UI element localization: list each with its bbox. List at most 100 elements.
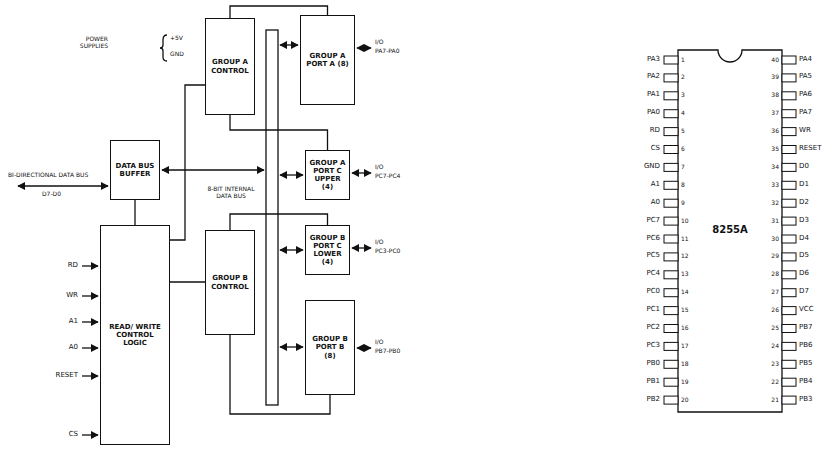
- io-label: I/O: [375, 164, 384, 171]
- pin-name: PB4: [799, 378, 812, 386]
- pin-name: A0: [651, 199, 660, 207]
- control-line: [170, 85, 205, 240]
- control-line: [134, 200, 135, 225]
- data-bus-arrow: [18, 185, 108, 186]
- block-label: GROUP B PORT C LOWER (4): [309, 234, 346, 266]
- pin-symbol: [664, 325, 678, 333]
- pin-name: PB1: [647, 378, 660, 386]
- input-line: [82, 347, 98, 348]
- pin-number: 6: [681, 146, 685, 153]
- pin-name: D1: [799, 181, 809, 189]
- pin-symbol: [664, 199, 678, 207]
- pin-name: VCC: [799, 306, 814, 314]
- pin-number: 7: [681, 164, 685, 171]
- pin-name: PC1: [646, 306, 660, 314]
- pin-number: 12: [681, 253, 689, 260]
- pin-number: 15: [681, 307, 689, 314]
- note-label: POWER SUPPLIES: [56, 36, 108, 49]
- pin-symbol: [664, 74, 678, 82]
- pin-name: PB7: [799, 324, 812, 332]
- pin-number: 20: [681, 397, 689, 404]
- pin-number: 8: [681, 182, 685, 189]
- io-arrow: [357, 347, 371, 348]
- bus-arrow: [280, 174, 303, 175]
- pin-name: PC6: [646, 235, 660, 243]
- pin-name: PA6: [799, 91, 812, 99]
- input-line: [82, 434, 98, 435]
- block-label: DATA BUS BUFFER: [114, 162, 156, 178]
- block-label: READ/ WRITE CONTROL LOGIC: [104, 323, 166, 347]
- control-block: GROUP B CONTROL: [205, 230, 255, 335]
- pin-number: 30: [771, 236, 779, 243]
- bus-arrow: [280, 346, 303, 347]
- pin-symbol: [664, 360, 678, 368]
- block-label: GROUP A PORT C UPPER (4): [309, 159, 346, 191]
- bracket: [160, 35, 167, 61]
- pin-number: 23: [771, 361, 779, 368]
- pin-name: PB5: [799, 360, 812, 368]
- pin-name: GND: [644, 163, 660, 171]
- bus-label: BI-DIRECTIONAL DATA BUS: [8, 172, 88, 179]
- io-label: I/O: [375, 239, 384, 246]
- pin-name: RD: [650, 127, 660, 135]
- pin-name: PA0: [647, 109, 660, 117]
- voltage-label: GND: [170, 51, 184, 58]
- pin-number: 10: [681, 218, 689, 225]
- pin-number: 36: [771, 128, 779, 135]
- pin-symbol: [782, 289, 796, 297]
- pin-name: WR: [799, 127, 811, 135]
- bus-arrow: [280, 44, 298, 45]
- pin-number: 1: [681, 57, 685, 64]
- pin-symbol: [664, 378, 678, 386]
- pin-name: RESET: [799, 145, 821, 153]
- pin-number: 14: [681, 289, 689, 296]
- pin-number: 35: [771, 146, 779, 153]
- pin-name: PA7: [799, 109, 812, 117]
- pin-symbol: [782, 325, 796, 333]
- bus-arrow: [280, 249, 303, 250]
- bus-label: 8-BIT INTERNAL DATA BUS: [200, 186, 262, 199]
- pin-name: PC3: [646, 342, 660, 350]
- pin-number: 9: [681, 200, 685, 207]
- logic-block: READ/ WRITE CONTROL LOGIC: [100, 225, 170, 445]
- pin-symbol: [664, 146, 678, 154]
- io-arrow: [352, 247, 371, 248]
- control-line: [170, 281, 205, 282]
- pin-name: CS: [651, 145, 660, 153]
- pin-symbol: [782, 307, 796, 315]
- signal-name: D7-D0: [42, 191, 61, 198]
- io-arrow: [357, 47, 371, 48]
- pin-symbol: [782, 342, 796, 350]
- pin-symbol: [782, 128, 796, 136]
- pin-number: 19: [681, 379, 689, 386]
- pin-number: 16: [681, 325, 689, 332]
- pin-name: D7: [799, 288, 809, 296]
- pin-symbol: [782, 163, 796, 171]
- block-label: GROUP A PORT A (8): [304, 52, 351, 68]
- pin-name: D6: [799, 270, 809, 278]
- pin-number: 4: [681, 110, 685, 117]
- pin-symbol: [664, 289, 678, 297]
- pin-name: D4: [799, 235, 809, 243]
- pin-name: PB3: [799, 396, 812, 404]
- pin-number: 27: [771, 289, 779, 296]
- pin-name: PA1: [647, 91, 660, 99]
- pin-number: 38: [771, 92, 779, 99]
- signal-name: CS: [69, 431, 78, 439]
- pin-symbol: [664, 235, 678, 243]
- pin-symbol: [664, 128, 678, 136]
- pin-name: PA2: [647, 73, 660, 81]
- block-label: GROUP B CONTROL: [209, 274, 251, 290]
- pin-name: PC2: [646, 324, 660, 332]
- pin-symbol: [664, 396, 678, 404]
- buffer-block: DATA BUS BUFFER: [110, 140, 160, 200]
- signal-name: PB7-PB0: [375, 348, 400, 355]
- chip-body: [678, 50, 782, 412]
- pin-symbol: [782, 253, 796, 261]
- pin-number: 33: [771, 182, 779, 189]
- io-label: I/O: [375, 39, 384, 46]
- pin-symbol: [664, 217, 678, 225]
- pin-symbol: [782, 74, 796, 82]
- pin-name: D5: [799, 252, 809, 260]
- pin-number: 28: [771, 271, 779, 278]
